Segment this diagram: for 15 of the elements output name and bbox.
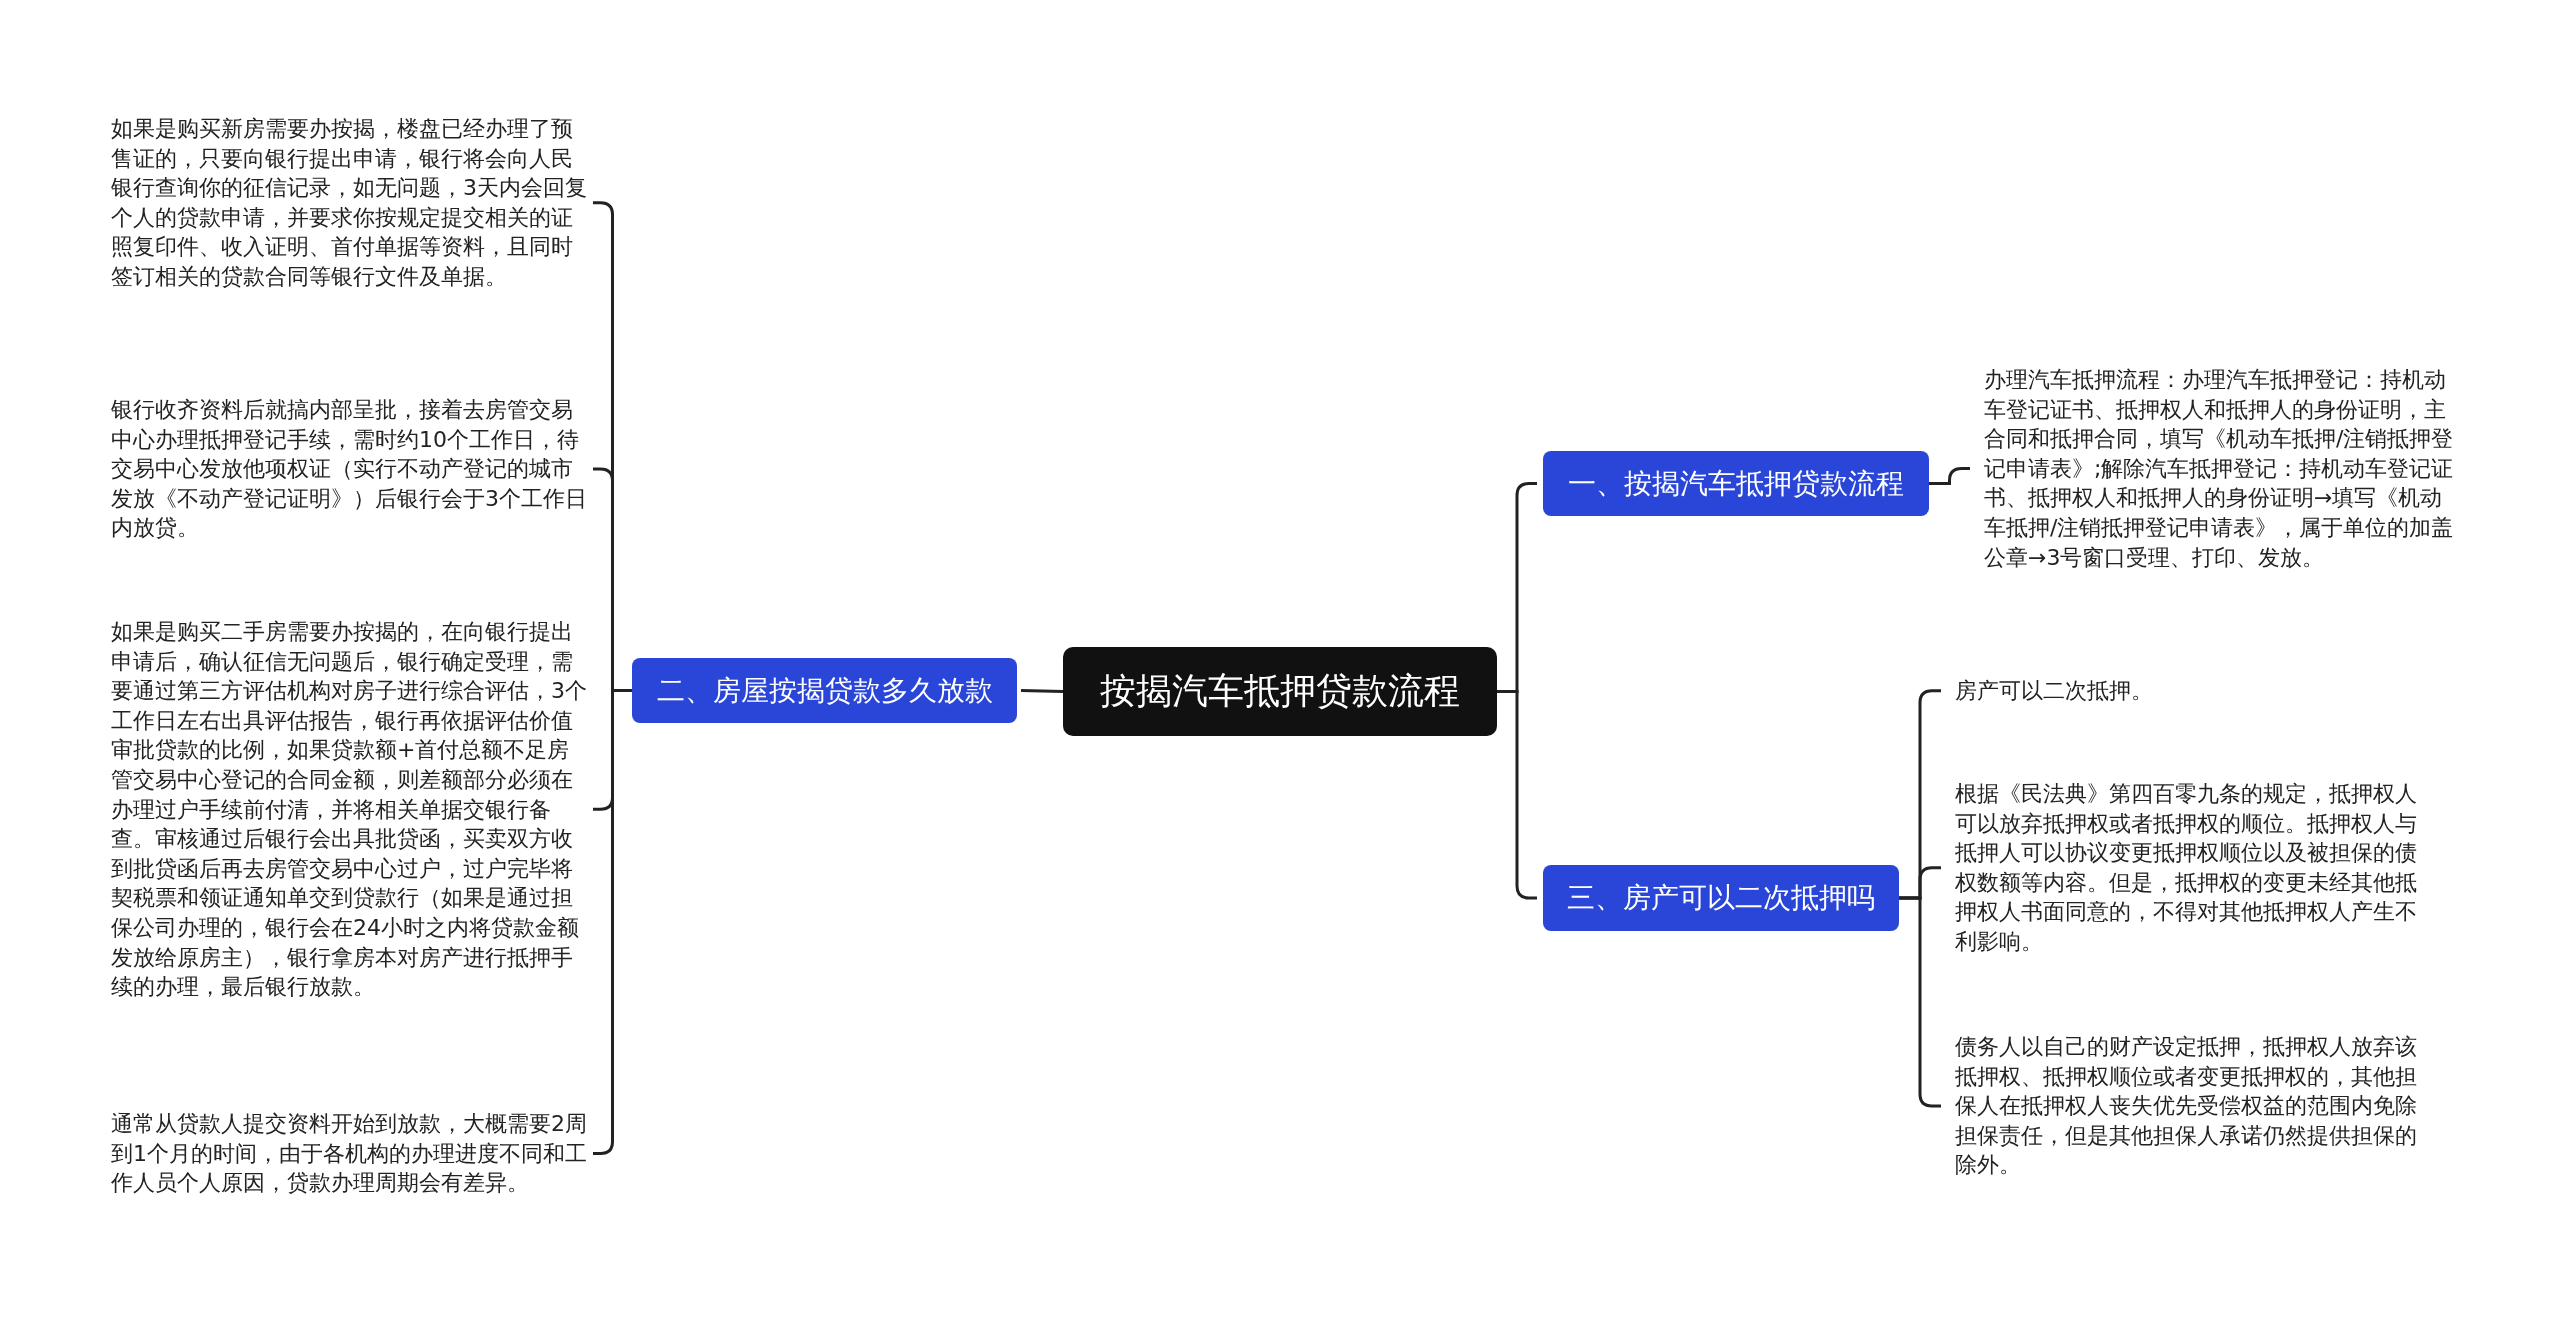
note-text: 如果是购买二手房需要办按揭的，在向银行提出申请后，确认征信无问题后，银行确定受理，需要通过第三方评估机构对房子进行综合评估，3个工作日左右出具评估报告，银行再依据评估价值审批贷款的比例，如果贷款额+首付总额不足房管交易中心登记的合同金额，则差额部分必须在办理过户手续前付清，并将相关单据交银行备查。审核通过后银行会出具批贷函，买卖双方收到批贷函后再去房管交易中心过户，过户完毕将契税票和领证通知单交到贷款行（如果是通过担保公司办理的，银行会在24小时之内将贷款金额发放给原房主），银行拿房本对房产进行抵押手续的办理，最后银行放款。 [111, 617, 589, 1002]
note-text: 办理汽车抵押流程：办理汽车抵押登记：持机动车登记证书、抵押权人和抵押人的身份证明，主合同和抵押合同，填写《机动车抵押/注销抵押登记申请表》;解除汽车抵押登记：持机动车登记证书、抵押权人和抵押人的身份证明→填写《机动车抵押/注销抵押登记申请表》，属于单位的加盖公章→3号窗口受理、打印、发放。 [1984, 365, 2462, 573]
note-text: 银行收齐资料后就搞内部呈批，接着去房管交易中心办理抵押登记手续，需时约10个工作日，待交易中心发放他项权证（实行不动产登记的城市发放《不动产登记证明》）后银行会于3个工作日内放贷。 [111, 395, 589, 543]
connector-line [593, 689, 632, 1155]
note-text: 通常从贷款人提交资料开始到放款，大概需要2周到1个月的时间，由于各机构的办理进度不同和工作人员个人原因，贷款办理周期会有差异。 [111, 1109, 589, 1198]
note-text: 如果是购买新房需要办按揭，楼盘已经办理了预售证的，只要向银行提出申请，银行将会向人民银行查询你的征信记录，如无问题，3天内会回复个人的贷款申请，并要求你按规定提交相关的证照复印件、收入证明、首付单据等资料，且同时签订相关的贷款合同等银行文件及单据。 [111, 114, 589, 292]
connector-line [1929, 467, 1970, 485]
note-text: 债务人以自己的财产设定抵押，抵押权人放弃该抵押权、抵押权顺位或者变更抵押权的，其他担保人在抵押权人丧失优先受偿权益的范围内免除担保责任，但是其他担保人承诺仍然提供担保的除外。 [1955, 1032, 2433, 1180]
central-topic-box: 按揭汽车抵押贷款流程 [1063, 647, 1497, 736]
branch-topic-box: 三、房产可以二次抵押吗 [1543, 865, 1899, 931]
branch-topic-box: 二、房屋按揭贷款多久放款 [632, 658, 1017, 723]
branch-topic-box: 一、按揭汽车抵押贷款流程 [1543, 451, 1929, 516]
connector-line [1020, 689, 1064, 693]
note-text: 房产可以二次抵押。 [1955, 676, 2433, 706]
note-text: 根据《民法典》第四百零九条的规定，抵押权人可以放弃抵押权或者抵押权的顺位。抵押权人与抵押人可以协议变更抵押权顺位以及被担保的债权数额等内容。但是，抵押权的变更未经其他抵押权人书面同意的，不得对其他抵押权人产生不利影响。 [1955, 779, 2433, 957]
